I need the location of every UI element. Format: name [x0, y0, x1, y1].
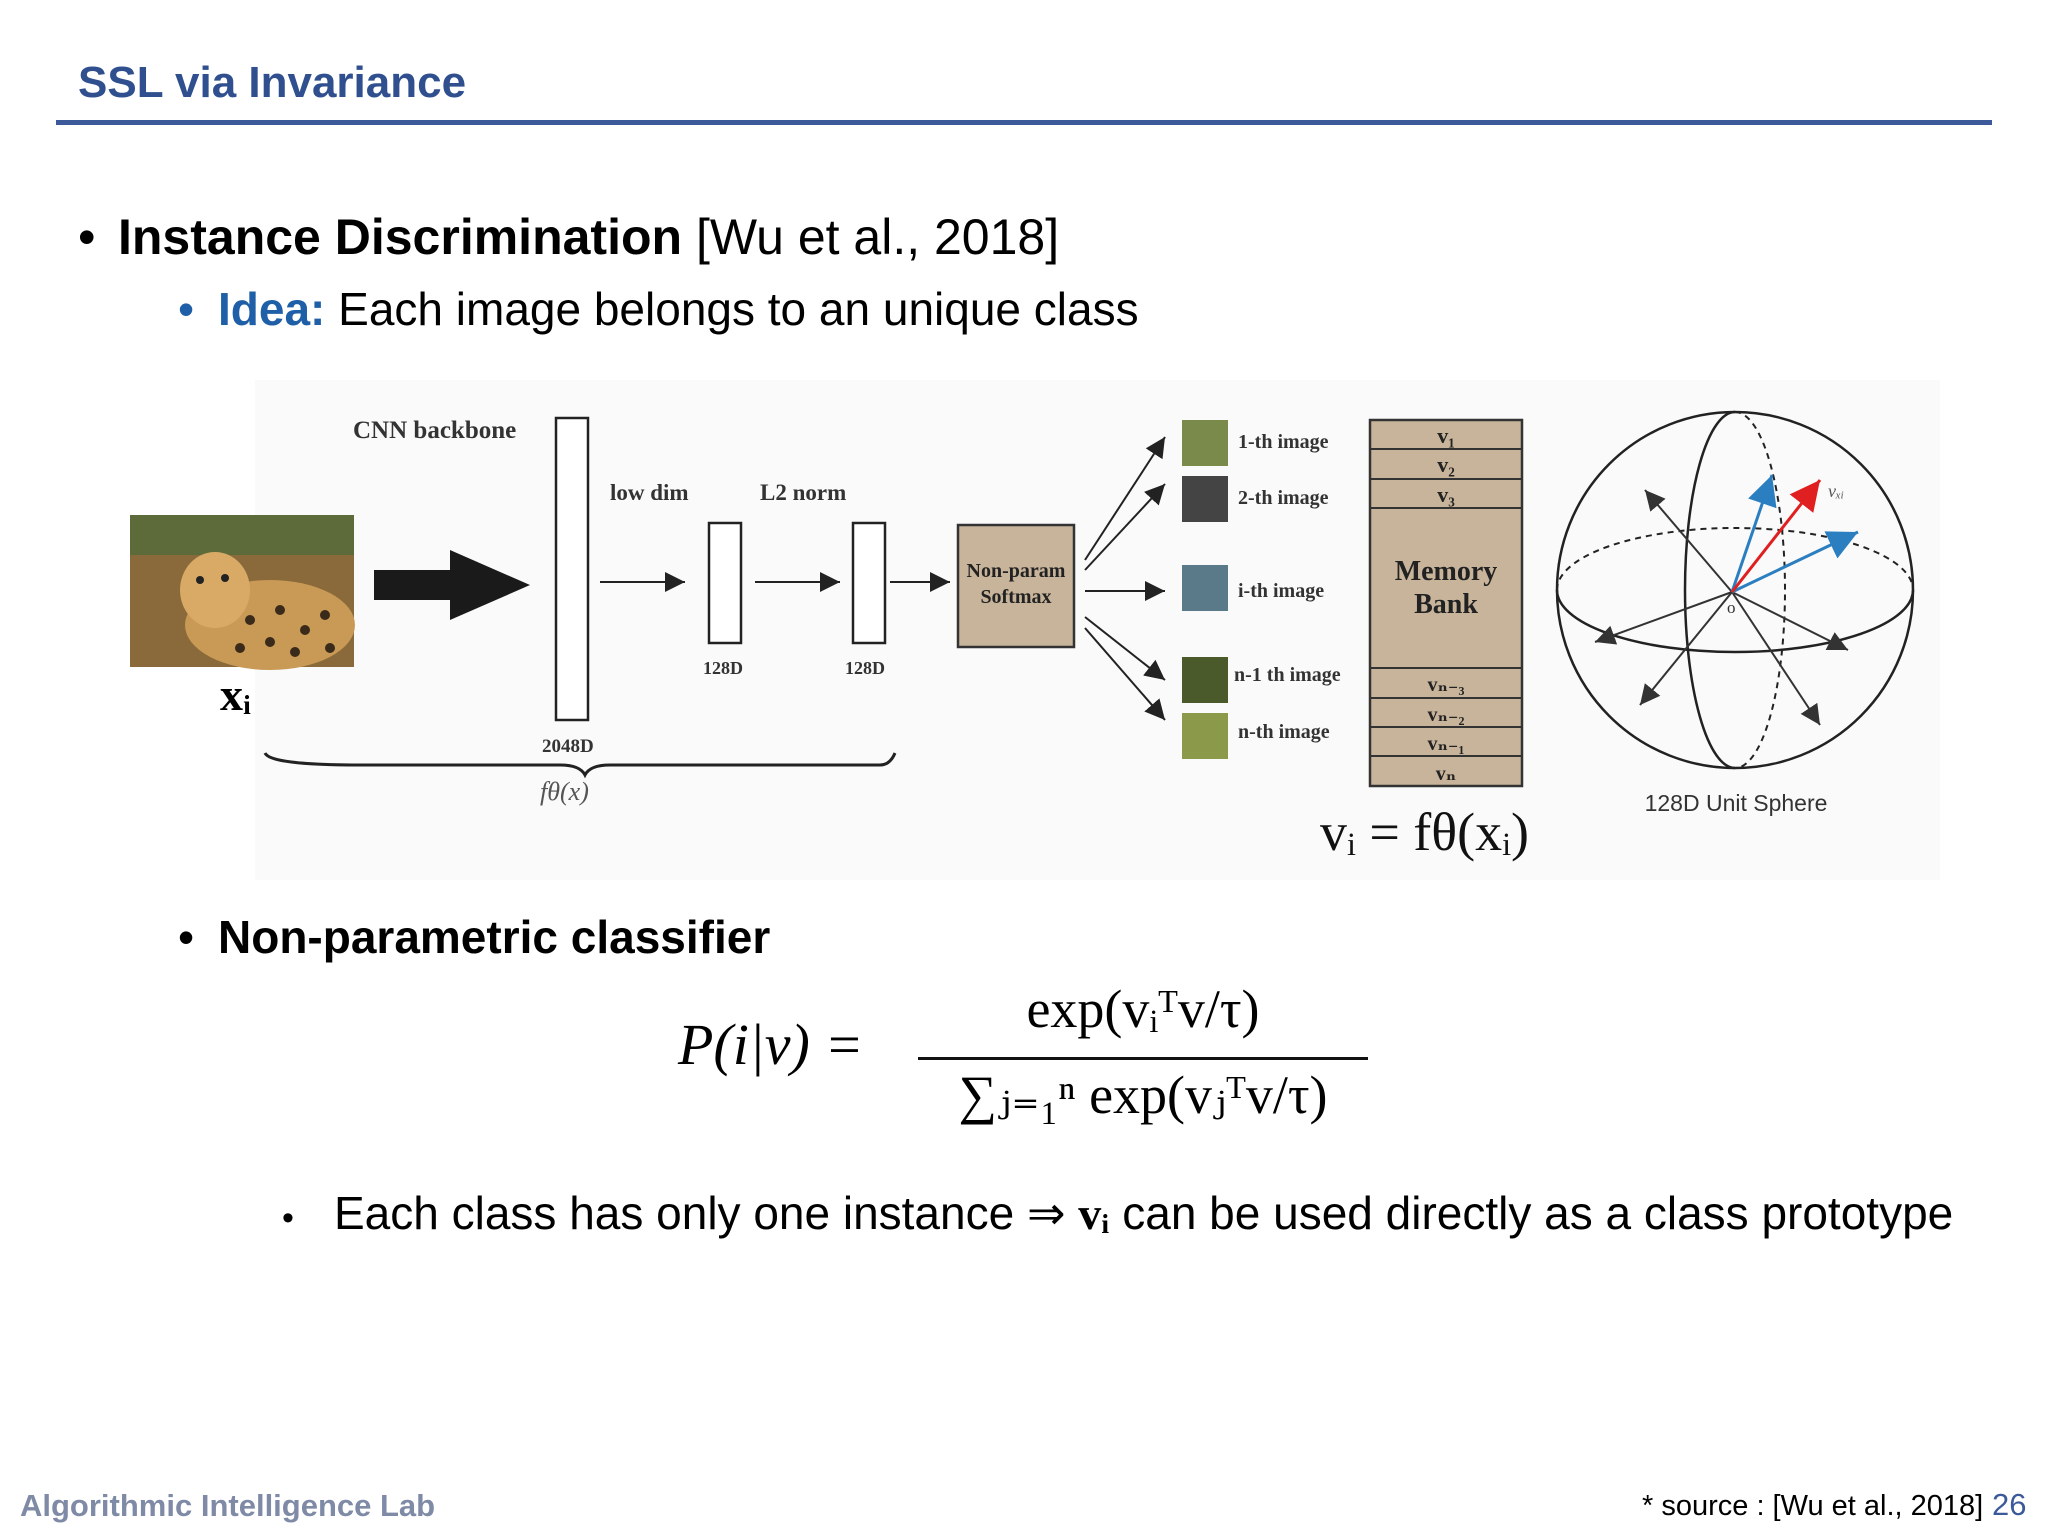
big-arrow-icon — [374, 550, 530, 620]
thumbnail-n — [1182, 713, 1228, 759]
bullet-prototype: • Each class has only one instance ⇒ vᵢ c… — [282, 1190, 1953, 1237]
idea-text: Each image belongs to an unique class — [325, 283, 1139, 335]
leopard-image — [130, 515, 355, 670]
softmax-output-arrows — [1084, 436, 1166, 721]
nonparam-text: Non-parametric classifier — [218, 911, 771, 963]
unit-sphere — [1555, 410, 1915, 770]
prototype-text-post: can be used directly as a class prototyp… — [1109, 1187, 1954, 1239]
vi-equation: vᵢ = fθ(xᵢ) — [1320, 802, 1529, 862]
thumbnail-1 — [1182, 420, 1228, 466]
bank-entry-vn-1: vₙ₋₁ — [1428, 733, 1465, 755]
sphere-blue-vector-2 — [1731, 530, 1859, 594]
formula-denominator: ∑ⱼ₌₁ⁿ exp(vⱼᵀv/τ) — [958, 1065, 1328, 1125]
sphere-red-vector — [1730, 479, 1822, 593]
footer-source: * source : [Wu et al., 2018] — [1642, 1490, 1984, 1522]
bullet-nonparametric: • Non-parametric classifier — [178, 914, 770, 960]
lowdim-label: low dim — [610, 480, 689, 505]
bank-entry-vn: vₙ — [1436, 763, 1456, 785]
image-label-i: i-th image — [1238, 580, 1324, 602]
thumbnail-2 — [1182, 476, 1228, 522]
dim-128-label-a: 128D — [703, 658, 743, 678]
formula-lhs: P(i|v) = — [678, 1012, 864, 1077]
image-label-2: 2-th image — [1238, 487, 1329, 509]
bank-entry-v3: v₃ — [1437, 482, 1455, 507]
bullet-dot: • — [282, 1199, 294, 1237]
instance-discrimination-figure: xᵢ CNN backbone 2048D low dim 128D L2 no… — [130, 380, 1940, 880]
memory-bank — [1368, 418, 1524, 788]
bullet-dot: • — [178, 283, 195, 335]
bank-label-1: Memory — [1395, 556, 1498, 587]
l2norm-block — [851, 521, 887, 645]
bank-entry-v1: v₁ — [1437, 423, 1455, 448]
bullet-dot: • — [178, 911, 195, 963]
thumbnail-i — [1182, 565, 1228, 611]
image-label-1: 1-th image — [1238, 431, 1329, 453]
sphere-origin-label: o — [1727, 598, 1736, 617]
sphere-blue-vector-1 — [1730, 474, 1777, 593]
bullet-idea: • Idea: Each image belongs to an unique c… — [178, 286, 1139, 332]
bank-entry-vn-2: vₙ₋₂ — [1428, 704, 1465, 726]
dim-128-label-b: 128D — [845, 658, 885, 678]
bullet-instance-discrimination: • Instance Discrimination [Wu et al., 201… — [78, 212, 1059, 262]
sphere-v-label: vₓᵢ — [1828, 481, 1844, 501]
l2norm-label: L2 norm — [760, 480, 846, 505]
sphere-vectors — [1594, 489, 1849, 726]
softmax-label-2: Softmax — [980, 586, 1051, 608]
bullet-bold: Instance Discrimination — [118, 209, 683, 265]
backbone-brace — [263, 752, 897, 779]
title-rule — [56, 120, 1992, 125]
xi-label: xᵢ — [220, 669, 251, 720]
formula-fraction-bar — [918, 1057, 1368, 1060]
softmax-label-1: Non-param — [967, 560, 1066, 582]
bank-label-2: Bank — [1414, 589, 1478, 620]
idea-label: Idea: — [218, 283, 326, 335]
sphere-label: 128D Unit Sphere — [1645, 790, 1828, 816]
image-label-n: n-th image — [1238, 721, 1330, 743]
lowdim-block — [707, 521, 743, 645]
cnn-backbone-block — [554, 416, 590, 722]
figure-background — [255, 380, 1940, 880]
bank-entry-v2: v₂ — [1437, 452, 1455, 477]
bullet-ref: [Wu et al., 2018] — [682, 209, 1060, 265]
thumbnail-n-1 — [1182, 657, 1228, 703]
softmax-block — [956, 523, 1076, 649]
ftheta-label: fθ(x) — [540, 777, 589, 806]
slide-title: SSL via Invariance — [78, 58, 467, 107]
image-label-n-1: n-1 th image — [1234, 664, 1341, 686]
cnn-backbone-label: CNN backbone — [353, 417, 516, 444]
prototype-v: vᵢ — [1078, 1188, 1110, 1239]
bullet-dot: • — [78, 209, 96, 265]
dim-2048-label: 2048D — [542, 736, 594, 757]
prototype-text-pre: Each class has only one instance ⇒ — [334, 1187, 1079, 1239]
bank-entry-vn-3: vₙ₋₃ — [1428, 674, 1465, 696]
page-number: 26 — [1992, 1487, 2027, 1522]
footer-lab-name: Algorithmic Intelligence Lab — [20, 1488, 436, 1523]
formula-numerator: exp(vᵢᵀv/τ) — [1026, 979, 1260, 1039]
